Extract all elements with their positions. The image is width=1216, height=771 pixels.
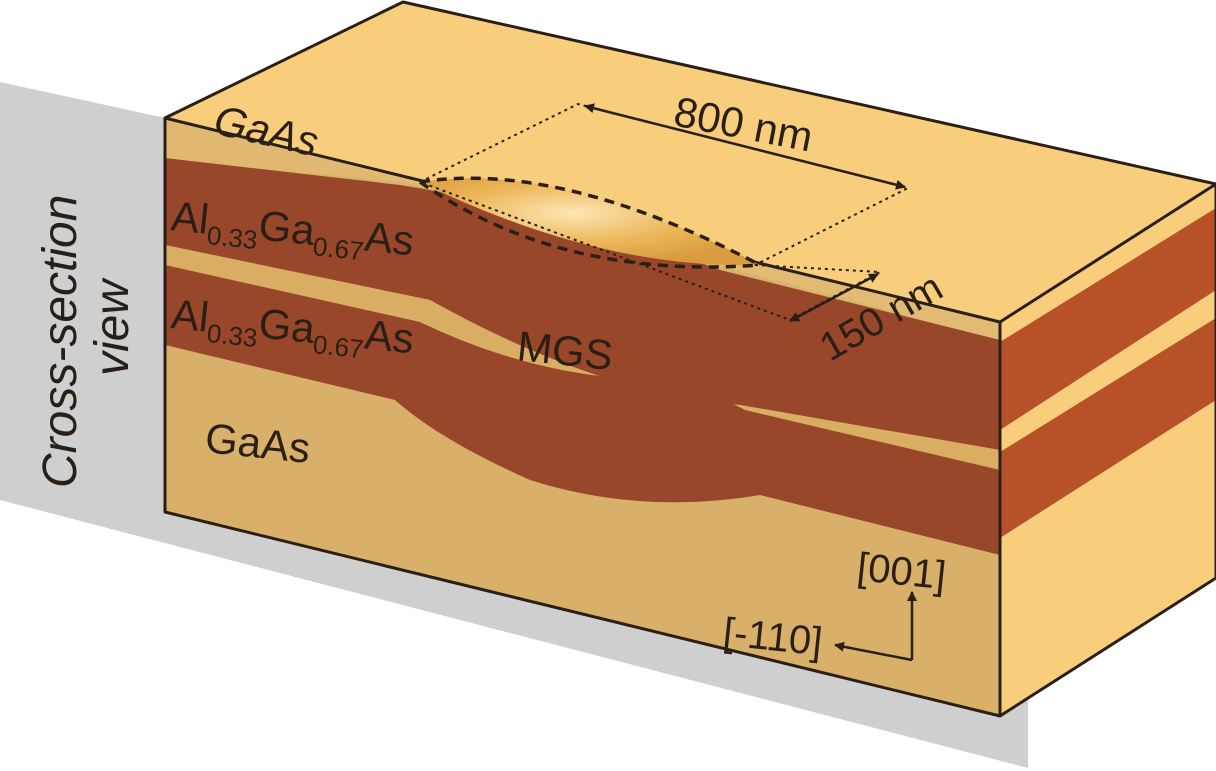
algaas-lower-layer [165, 265, 1000, 555]
length-dimension-arrow [584, 103, 906, 190]
cross-section-label: Cross-section [34, 195, 87, 488]
side-face [1000, 184, 1216, 716]
algaas-upper-layer [165, 158, 1000, 450]
width-dimension-arrow [789, 272, 879, 323]
algaas-lower-label: Al0.33Ga0.67As [168, 290, 416, 369]
direction-110-label: [-110] [721, 610, 824, 664]
front-face [165, 118, 1000, 716]
substrate-gaas-label: GaAs [203, 414, 312, 472]
direction-001-label: [001] [855, 545, 948, 598]
crystal-direction-axes [834, 591, 917, 662]
view-label: view [86, 277, 139, 376]
mgs-region [165, 245, 1000, 470]
algaas-upper-label: Al0.33Ga0.67As [168, 192, 416, 271]
mgs-label: MGS [515, 322, 615, 379]
